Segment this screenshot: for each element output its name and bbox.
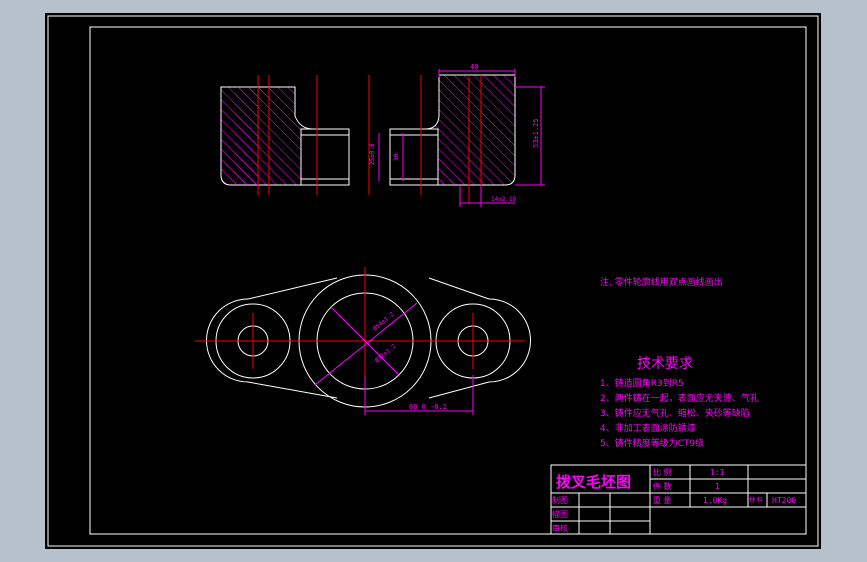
weight-value: 1.0Kg xyxy=(703,496,727,505)
requirement-item: 2、两件铸在一起，表面应无夹渣、气孔 xyxy=(600,392,759,404)
title-block xyxy=(550,464,807,535)
drawing-canvas: 40 53±1.25 14±2.15 25±0.8 30 xyxy=(47,15,819,547)
material-label: 材 料 xyxy=(749,496,763,504)
draw-label: 制图 xyxy=(552,495,568,505)
requirements-list: 1、铸造圆角R3到R5 2、两件铸在一起，表面应无夹渣、气孔 3、铸件应无气孔、… xyxy=(600,377,759,449)
dim-center-dist: 60_0 -0.2 xyxy=(409,403,447,411)
material-value: HT200 xyxy=(772,496,796,505)
dim-bore-inner: 30 xyxy=(393,153,400,161)
requirement-item: 5、铸件精度等级为CT9级 xyxy=(600,437,704,449)
plan-view xyxy=(195,267,531,415)
outer-frame xyxy=(47,15,819,547)
weight-label: 重 量 xyxy=(653,495,672,505)
scale-label: 比 例 xyxy=(653,467,672,477)
dim-bottom-gap: 14±2.15 xyxy=(491,196,517,203)
section-view: 40 53±1.25 14±2.15 25±0.8 30 xyxy=(220,63,545,207)
dim-top-width: 40 xyxy=(470,63,478,71)
requirement-item: 4、非加工表面涂防锈漆 xyxy=(600,422,696,434)
check-label: 描图 xyxy=(552,509,568,519)
count-value: 1 xyxy=(715,482,720,491)
dim-bore-dia: 25±0.8 xyxy=(369,143,376,165)
count-label: 件 数 xyxy=(653,481,672,491)
scale-value: 1:1 xyxy=(710,468,725,477)
requirement-item: 3、铸件应无气孔、缩松、夹砂等缺陷 xyxy=(600,407,750,419)
cad-viewport[interactable]: 40 53±1.25 14±2.15 25±0.8 30 xyxy=(45,13,821,549)
requirement-item: 1、铸造圆角R3到R5 xyxy=(600,377,684,389)
dim-right-height: 53±1.25 xyxy=(532,118,540,148)
drawing-note: 注. 零件轮廓线用双点画线画出 xyxy=(600,276,723,288)
drawing-title: 拨叉毛坯图 xyxy=(556,473,631,491)
review-label: 审核 xyxy=(552,523,568,533)
requirements-title: 技术要求 xyxy=(637,356,693,372)
inner-frame xyxy=(89,26,807,535)
